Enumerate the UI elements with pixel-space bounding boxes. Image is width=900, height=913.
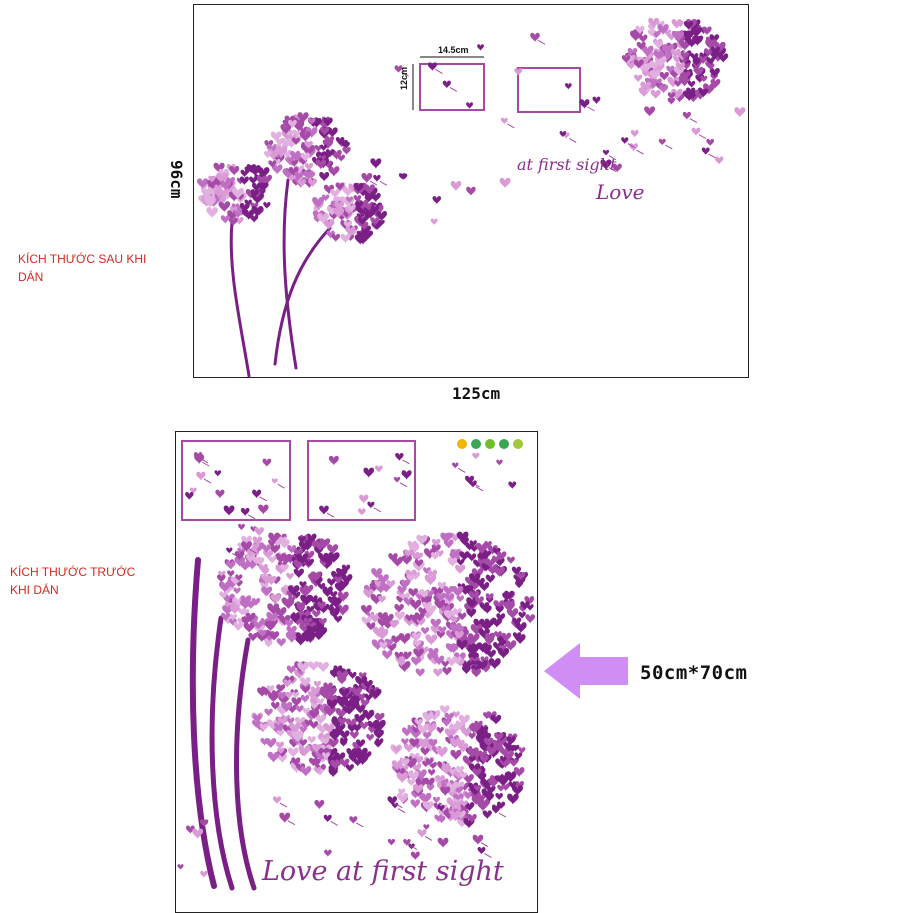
- height-dimension-label: 96cm: [167, 160, 186, 199]
- before-script-text: Love at first sight: [262, 856, 504, 887]
- left-arrow-icon: [544, 643, 628, 699]
- width-dimension-label: 125cm: [452, 384, 501, 403]
- label-after-applied: KÍCH THƯỚC SAU KHI DÁN: [18, 252, 147, 284]
- after-script-line1: at first sight: [517, 155, 617, 174]
- label-before-applied: KÍCH THƯỚC TRƯỚC KHI DÁN: [10, 565, 136, 597]
- after-applied-preview: [193, 4, 749, 378]
- frame-height-label: 12cm: [399, 66, 409, 90]
- before-applied-sheet: [175, 431, 538, 913]
- after-script-line2: Love: [596, 180, 645, 204]
- sheet-size-label: 50cm*70cm: [640, 662, 748, 684]
- frame-width-label: 14.5cm: [438, 45, 469, 55]
